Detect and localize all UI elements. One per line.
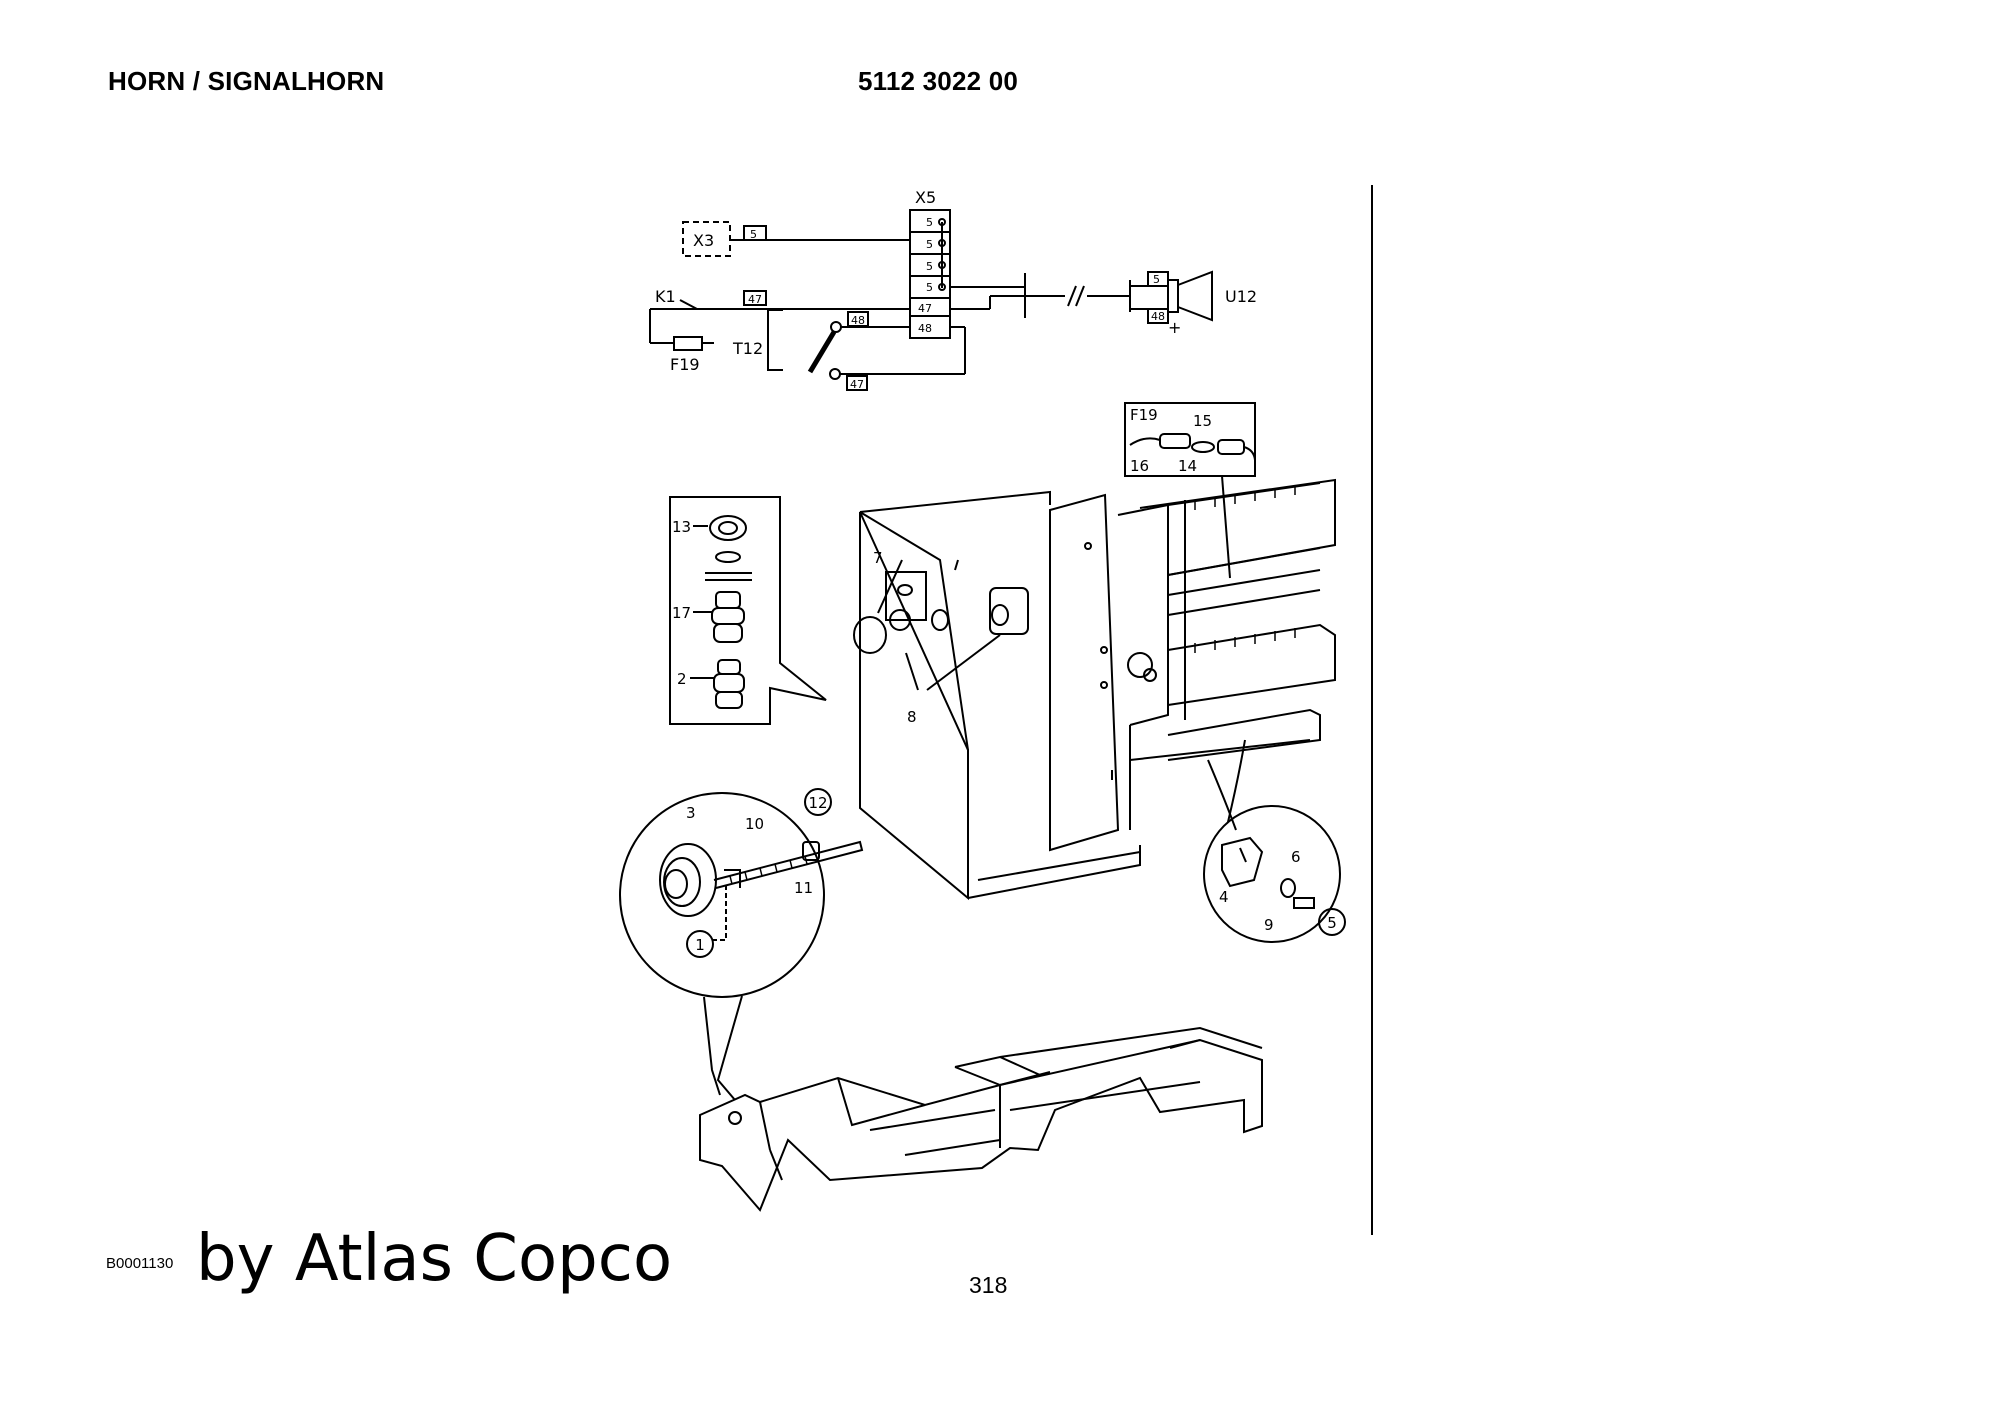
label-t12: T12 [732,339,763,358]
fuse-detail-label: F19 [1130,406,1158,424]
callout-7: 7 [873,549,883,567]
callout-17: 17 [672,604,691,622]
x5-terminal-48: 48 [918,322,932,335]
label-x3: X3 [693,231,714,250]
callout-2: 2 [677,670,687,688]
callout-3: 3 [686,804,696,822]
wire-label-48: 48 [851,314,865,327]
callout-15: 15 [1193,412,1212,430]
callout-6: 6 [1291,848,1301,866]
callout-13: 13 [672,518,691,536]
label-k1: K1 [655,287,676,306]
drawing-code: B0001130 [106,1255,174,1272]
brand-text: by Atlas Copco [196,1222,673,1296]
horn-terminal-48: 48 [1151,310,1165,323]
callout-11: 11 [794,879,813,897]
page-number: 318 [969,1272,1008,1298]
label-f19: F19 [670,355,700,374]
label-x5: X5 [915,188,936,207]
wire-label-5: 5 [750,228,757,241]
callout-1: 1 [695,936,705,954]
callout-4: 4 [1219,888,1229,906]
x5-terminal-5: 5 [926,216,933,229]
x5-terminal-47: 47 [918,302,932,315]
callout-10: 10 [745,815,764,833]
wire-label-47-lower: 47 [850,378,864,391]
callout-9: 9 [1264,916,1274,934]
callout-5: 5 [1327,914,1337,932]
callout-8: 8 [907,708,917,726]
x5-terminal-5: 5 [926,281,933,294]
part-number: 5112 3022 00 [858,66,1019,96]
callout-16: 16 [1130,457,1149,475]
callout-14: 14 [1178,457,1197,475]
label-plus: + [1168,318,1181,337]
x5-terminal-5: 5 [926,238,933,251]
callout-12: 12 [808,794,827,812]
x5-terminal-5: 5 [926,260,933,273]
page-title: HORN / SIGNALHORN [108,66,385,96]
horn-terminal-5: 5 [1153,273,1160,286]
wire-label-47: 47 [748,293,762,306]
label-u12: U12 [1225,287,1257,306]
